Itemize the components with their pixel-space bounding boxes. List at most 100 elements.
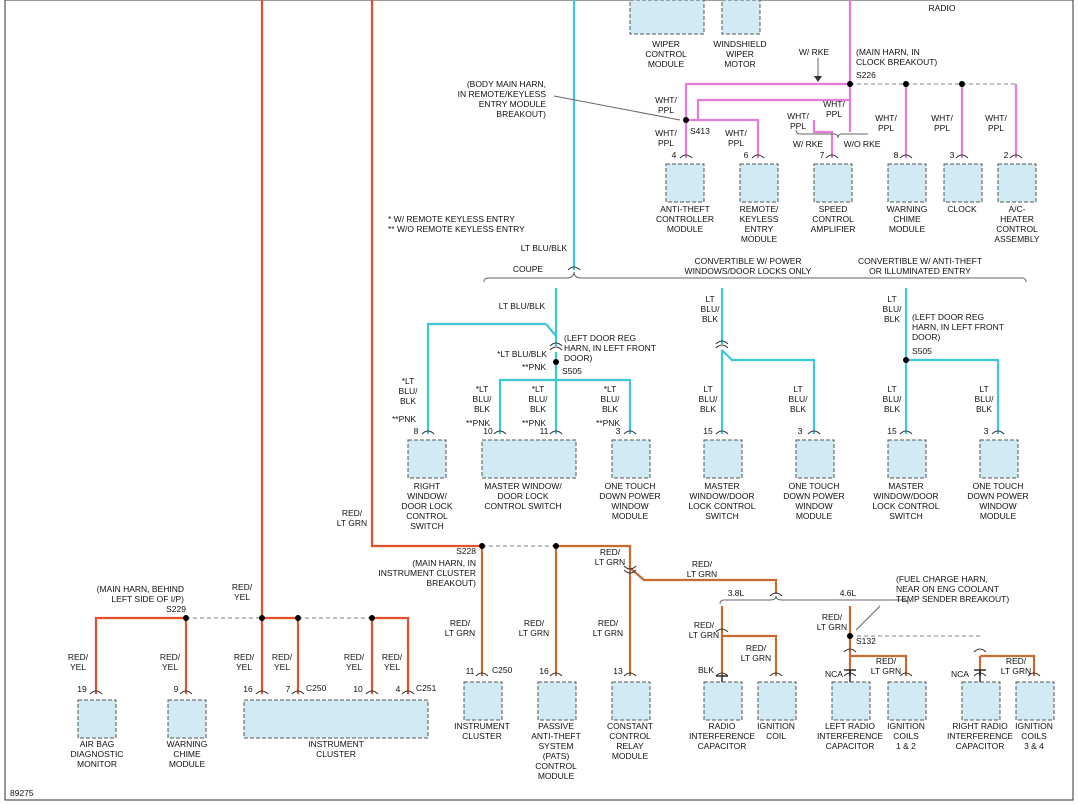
note-body-main-harn: BREAKOUT) — [496, 109, 546, 119]
wire-label-redltgrn-10: LT GRN — [871, 666, 901, 676]
label-master-window-b: LOCK CONTROL — [688, 501, 755, 511]
note-rke-keyless: ** W/O REMOTE KEYLESS ENTRY — [388, 224, 525, 234]
label-rke-module: ENTRY — [745, 224, 774, 234]
box-ign-coils-12 — [887, 681, 927, 721]
label-wiper-motor: MOTOR — [724, 59, 755, 69]
note-conv-antitheft: OR ILLUMINATED ENTRY — [869, 266, 971, 276]
note-l38: 3.8L — [728, 588, 745, 598]
splice-s132: S132 — [856, 636, 876, 646]
box-ac-heater — [997, 163, 1037, 203]
wire-coupe-split — [498, 352, 558, 434]
wire-label-blk: BLK — [698, 665, 714, 675]
wire-label-ltblublk-5: BLK — [474, 404, 490, 414]
label-master-window-b: WINDOW/DOOR — [689, 491, 754, 501]
label-master-window-c: LOCK CONTROL — [872, 501, 939, 511]
wire-eng-46-coil12 — [850, 654, 908, 676]
pin-number: 11 — [540, 426, 549, 436]
wire-label-ltblublk-4: BLU/ — [399, 386, 419, 396]
wire-label-ltblublk-4: BLK — [400, 396, 416, 406]
label-rke-module: REMOTE/ — [740, 204, 779, 214]
note-left-door-reg-b: (LEFT DOOR REG — [912, 312, 984, 322]
label-left-radio-cap: INTERFERENCE — [817, 731, 883, 741]
note-clock-breakout: (MAIN HARN, IN — [856, 47, 920, 57]
label-ign-coils-34: COILS — [1021, 731, 1047, 741]
label-right-window: DOOR LOCK — [401, 501, 452, 511]
label-one-touch-c: WINDOW — [979, 501, 1016, 511]
label-wiper-module: WIPER — [652, 39, 680, 49]
wire-label-ltblublk-1: LT BLU/BLK — [521, 243, 568, 253]
wire-label-redltgrn-1: RED/ — [342, 508, 363, 518]
label-one-touch-c: MODULE — [980, 511, 1017, 521]
wire-label-ltblublk-2: LT BLU/BLK — [499, 301, 546, 311]
wire-label-ltblublk-4: *LT — [402, 376, 415, 386]
note-left-door-reg-b: HARN, IN LEFT FRONT — [912, 322, 1004, 332]
label-left-radio-cap: LEFT RADIO — [825, 721, 875, 731]
wire-eng-38-coil — [722, 634, 778, 676]
box-left-radio-cap — [831, 681, 871, 721]
wire-label-pnk-5: **PNK — [596, 418, 620, 428]
wire-label-whtppl-6: PPL — [878, 123, 894, 133]
wire-label-whtppl-1: PPL — [658, 105, 674, 115]
label-pats: (PATS) — [543, 751, 570, 761]
box-master-window-c — [887, 439, 927, 479]
wire-label-redltgrn-6: RED/ — [598, 618, 619, 628]
note-clock-breakout: CLOCK BREAKOUT) — [856, 57, 937, 67]
label-warn-chime-top: CHIME — [893, 214, 921, 224]
pin-number: 15 — [703, 426, 713, 436]
label-airbag: AIR BAG — [80, 739, 114, 749]
label-constant-relay: RELAY — [616, 741, 644, 751]
note-left-door-reg-b: DOOR) — [912, 332, 941, 342]
wire-conv-a-onetouch — [721, 349, 816, 434]
box-master-window-b — [703, 439, 743, 479]
figure-id: 89275 — [10, 788, 34, 798]
wire-label-whtppl-8: PPL — [988, 123, 1004, 133]
connector-c251: C251 — [416, 683, 437, 693]
pin-number: 6 — [744, 150, 749, 160]
label-ign-coils-12: 1 & 2 — [896, 741, 916, 751]
note-ic-breakout: (MAIN HARN, IN — [412, 558, 476, 568]
box-wiper-motor — [721, 0, 761, 35]
label-master-window-b: MASTER — [704, 481, 739, 491]
connector-c250a: C250 — [306, 683, 327, 693]
label-master-window-b: SWITCH — [705, 511, 739, 521]
label-wiper-motor: WIPER — [726, 49, 754, 59]
label-ign-coils-12: IGNITION — [887, 721, 925, 731]
splice-s505b: S505 — [912, 346, 932, 356]
label-right-radio-cap: CAPACITOR — [956, 741, 1005, 751]
label-one-touch-a: WINDOW — [611, 501, 648, 511]
box-one-touch-c — [979, 439, 1019, 479]
splice-s229: S229 — [166, 604, 186, 614]
wire-label-redltgrn-3: LT GRN — [687, 569, 717, 579]
wire-label-whtppl-2: WHT/ — [655, 128, 677, 138]
label-ign-coils-34: IGNITION — [1015, 721, 1053, 731]
pin-number: 13 — [613, 666, 623, 676]
wire-label-pnk-4: **PNK — [522, 418, 546, 428]
wire-label-nca-1: NCA — [825, 669, 843, 679]
box-one-touch-a — [611, 439, 651, 479]
label-pats: ANTI-THEFT — [531, 731, 581, 741]
label-one-touch-b: WINDOW — [795, 501, 832, 511]
wire-s228-eng — [629, 567, 778, 594]
pin-number: 3 — [950, 150, 955, 160]
box-wiper-module — [629, 0, 705, 35]
wire-label-redyel-7: YEL — [384, 662, 400, 672]
pin-number: 8 — [894, 150, 899, 160]
wire-label-redltgrn-4: LT GRN — [445, 628, 475, 638]
label-right-window: CONTROL — [406, 511, 448, 521]
label-ac-heater: HEATER — [1000, 214, 1034, 224]
wire-eng-46-coil34 — [980, 654, 1036, 676]
wire-wht-ppl-remote — [686, 118, 760, 158]
pin-number: 7 — [286, 684, 291, 694]
label-ac-heater: CONTROL — [996, 224, 1038, 234]
label-right-window: RIGHT — [414, 481, 440, 491]
wire-label-ltblublk-5: BLU/ — [473, 394, 493, 404]
wire-label-redyel-3: YEL — [162, 662, 178, 672]
note-ip-left: (MAIN HARN, BEHIND — [97, 584, 184, 594]
note-left-door-reg-a: HARN, IN LEFT FRONT — [564, 343, 656, 353]
wire-label-ltblublk-12: LT — [887, 384, 896, 394]
wire-label-ltblublk-10: BLK — [790, 404, 806, 414]
label-wiper-module: CONTROL — [645, 49, 687, 59]
wire-coupe-right-window — [426, 322, 546, 434]
note-fuel-charge: (FUEL CHARGE HARN, — [896, 574, 988, 584]
wire-label-ltblublk-11: BLU/ — [883, 304, 903, 314]
